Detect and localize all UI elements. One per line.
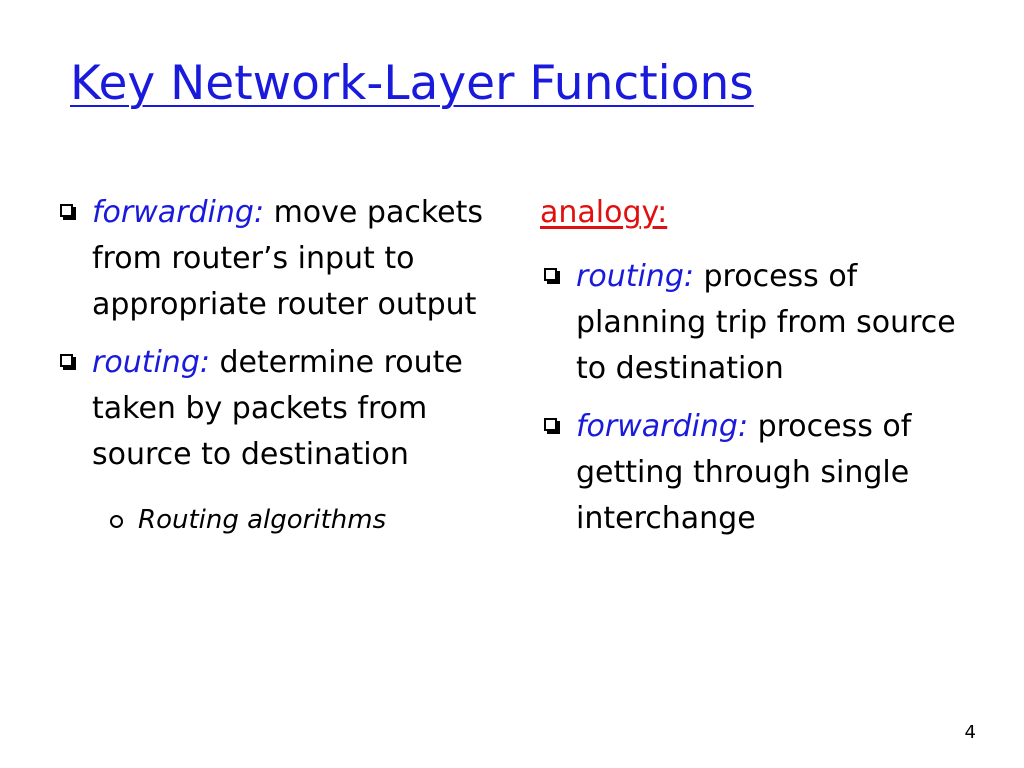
bullet-term: forwarding:	[92, 195, 265, 230]
bullet-text: move packets from router’s input to appr…	[92, 195, 483, 322]
circle-bullet-icon	[110, 515, 123, 528]
analogy-bullet-routing: routing: process of planning trip from s…	[540, 254, 990, 392]
left-column: forwarding: move packets from router’s i…	[56, 190, 506, 540]
page-number: 4	[964, 722, 976, 743]
sub-bullet-text: Routing algorithms	[138, 505, 387, 535]
sub-bullet-routing-algorithms: Routing algorithms	[104, 500, 506, 540]
bullet-text: determine route taken by packets from so…	[92, 345, 463, 472]
bullet-text: process of planning trip from source to …	[576, 259, 956, 386]
bullet-text: process of getting through single interc…	[576, 409, 912, 536]
slide-title: Key Network-Layer Functions	[70, 56, 754, 111]
analogy-bullet-forwarding: forwarding: process of getting through s…	[540, 404, 990, 542]
bullet-term: routing:	[92, 345, 210, 380]
bullet-term: routing:	[576, 259, 694, 294]
bullet-forwarding: forwarding: move packets from router’s i…	[56, 190, 506, 328]
right-column: analogy: routing: process of planning tr…	[540, 190, 990, 554]
bullet-term: forwarding:	[576, 409, 749, 444]
square-bullet-icon	[60, 204, 73, 217]
square-bullet-icon	[60, 354, 73, 367]
analogy-heading: analogy:	[540, 195, 668, 230]
square-bullet-icon	[544, 268, 557, 281]
square-bullet-icon	[544, 418, 557, 431]
bullet-routing: routing: determine route taken by packet…	[56, 340, 506, 478]
